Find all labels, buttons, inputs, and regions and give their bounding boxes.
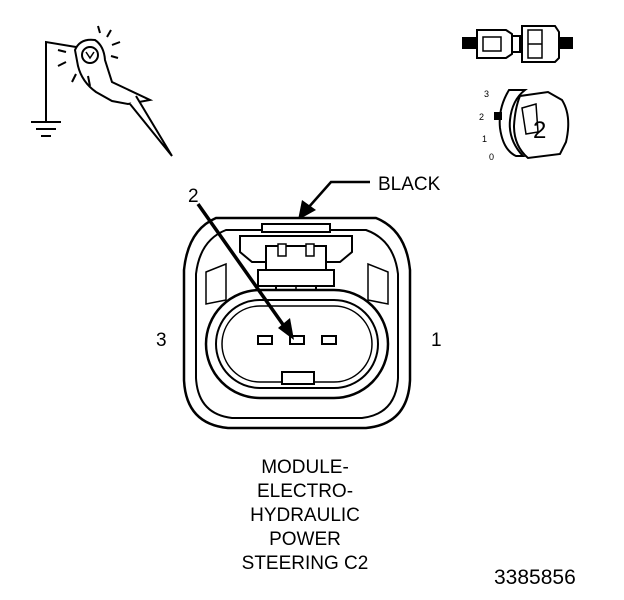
figure-number: 3385856 [494,566,576,589]
pin-1-label: 1 [431,330,442,351]
caption-line-5: STEERING C2 [241,553,369,574]
pin-position-key-icon [494,89,570,160]
connector-color-label: BLACK [378,174,441,195]
pin-2-probe-arrow [196,202,294,340]
caption-line-3: HYDRAULIC [250,505,360,526]
caption-line-1: MODULE- [261,457,349,478]
pin-scale-label-2: 2 [479,112,484,122]
pin-3-label: 3 [156,330,167,351]
test-light-probe-icon [31,25,173,157]
color-leader-arrow [298,180,370,220]
pin-scale-label-1: 1 [482,134,487,144]
pin-scale-label-3: 3 [484,89,489,99]
pin-scale-label-0: 0 [489,152,494,162]
caption-line-2: ELECTRO- [256,481,354,502]
pin-2-label: 2 [188,186,199,207]
key-pin-number: 2 [533,117,546,144]
caption-line-4: POWER [269,529,341,550]
connector-face [182,216,412,430]
connector-side-view-icon [462,25,573,63]
